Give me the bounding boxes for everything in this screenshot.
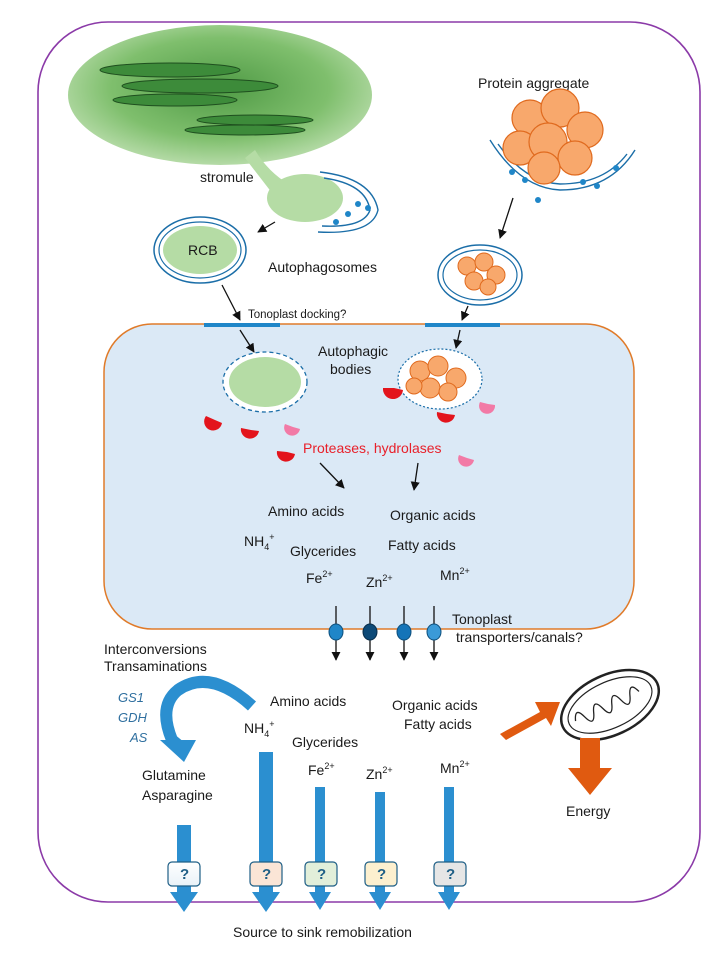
- source-to-sink-label: Source to sink remobilization: [233, 924, 412, 940]
- vac-mn: Mn2+: [440, 566, 470, 583]
- cyt-amino-acids: Amino acids: [270, 693, 346, 709]
- protease-icons: [204, 388, 455, 462]
- autophagic-bodies-label-2: bodies: [330, 361, 371, 377]
- chloroplast: [68, 25, 372, 165]
- energy-input-arrow: [500, 702, 560, 740]
- pm-transporter-2: ?: [249, 861, 283, 887]
- vac-glycerides: Glycerides: [290, 543, 356, 559]
- pm-transporter-2-q: ?: [262, 866, 271, 883]
- vac-zn: Zn2+: [366, 573, 393, 590]
- proteases-hydrolases-label: Proteases, hydrolases: [303, 440, 442, 456]
- transaminations-label: Transaminations: [104, 658, 207, 674]
- interconversion-curved-arrow: [160, 676, 257, 762]
- as-label: AS: [129, 730, 148, 745]
- autophagosomes-label: Autophagosomes: [268, 259, 377, 275]
- interconversions-label: Interconversions: [104, 641, 207, 657]
- vac-fe: Fe2+: [306, 569, 333, 586]
- autophagic-bodies-label-1: Autophagic: [318, 343, 388, 359]
- pm-transporter-3-q: ?: [317, 866, 326, 883]
- cyt-fe: Fe2+: [308, 761, 335, 778]
- energy-label: Energy: [566, 803, 610, 819]
- asparagine-label: Asparagine: [142, 787, 213, 803]
- vac-amino-acids: Amino acids: [268, 503, 344, 519]
- cyt-organic-acids: Organic acids: [392, 697, 478, 713]
- vac-organic-acids: Organic acids: [390, 507, 476, 523]
- pm-transporter-4-q: ?: [377, 866, 386, 883]
- arrow-to-organic-acids: [410, 462, 420, 491]
- vac-fatty-acids: Fatty acids: [388, 537, 456, 553]
- mitochondrion: [559, 668, 661, 742]
- pm-transporter-1: ?: [167, 861, 201, 887]
- hydrolase-icons: [284, 402, 496, 467]
- cyt-zn: Zn2+: [366, 765, 393, 782]
- tonoplast-transporters: [328, 606, 442, 661]
- vac-nh4: NH4+: [244, 532, 275, 552]
- rcb-autophagosome: [153, 216, 247, 284]
- cyt-fatty-acids: Fatty acids: [404, 716, 472, 732]
- stromule: [245, 150, 343, 222]
- energy-output-arrow: [568, 738, 612, 795]
- autophagic-body-rcb: [222, 351, 308, 413]
- protein-aggregate-label: Protein aggregate: [478, 75, 590, 91]
- stromule-label: stromule: [200, 169, 254, 185]
- pm-transporter-1-q: ?: [180, 866, 189, 883]
- cyt-glycerides: Glycerides: [292, 734, 358, 750]
- rcb-label: RCB: [188, 242, 218, 258]
- gdh-label: GDH: [118, 710, 148, 725]
- arrow-to-amino-acids: [319, 462, 345, 489]
- arrow-rcb-docking: [221, 284, 241, 321]
- cell-membrane: [37, 21, 701, 903]
- cyt-nh4: NH4+: [244, 719, 275, 739]
- protein-aggregate: [489, 88, 636, 203]
- pm-transporter-3: ?: [304, 861, 338, 887]
- autophagic-body-aggregate: [397, 348, 483, 410]
- cyt-mn: Mn2+: [440, 759, 470, 776]
- pm-transporter-4: ?: [364, 861, 398, 887]
- arrow-aggregate-docking: [461, 305, 470, 321]
- pm-transporter-5-q: ?: [446, 866, 455, 883]
- gs1-label: GS1: [118, 690, 144, 705]
- arrow-into-vacuole-right: [453, 329, 463, 349]
- tonoplast-transporters-label-1: Tonoplast: [452, 611, 512, 627]
- arrow-aggregate-to-autophagosome: [498, 197, 514, 239]
- arrow-stromule-to-rcb: [257, 221, 276, 233]
- pm-transporter-5: ?: [433, 861, 467, 887]
- arrow-into-vacuole-left: [239, 329, 255, 353]
- glutamine-label: Glutamine: [142, 767, 206, 783]
- phagophore-stromule: [317, 171, 379, 234]
- tonoplast-transporters-label-2: transporters/canals?: [456, 629, 583, 645]
- tonoplast-docking-label: Tonoplast docking?: [248, 309, 346, 321]
- aggregate-autophagosome: [437, 244, 523, 306]
